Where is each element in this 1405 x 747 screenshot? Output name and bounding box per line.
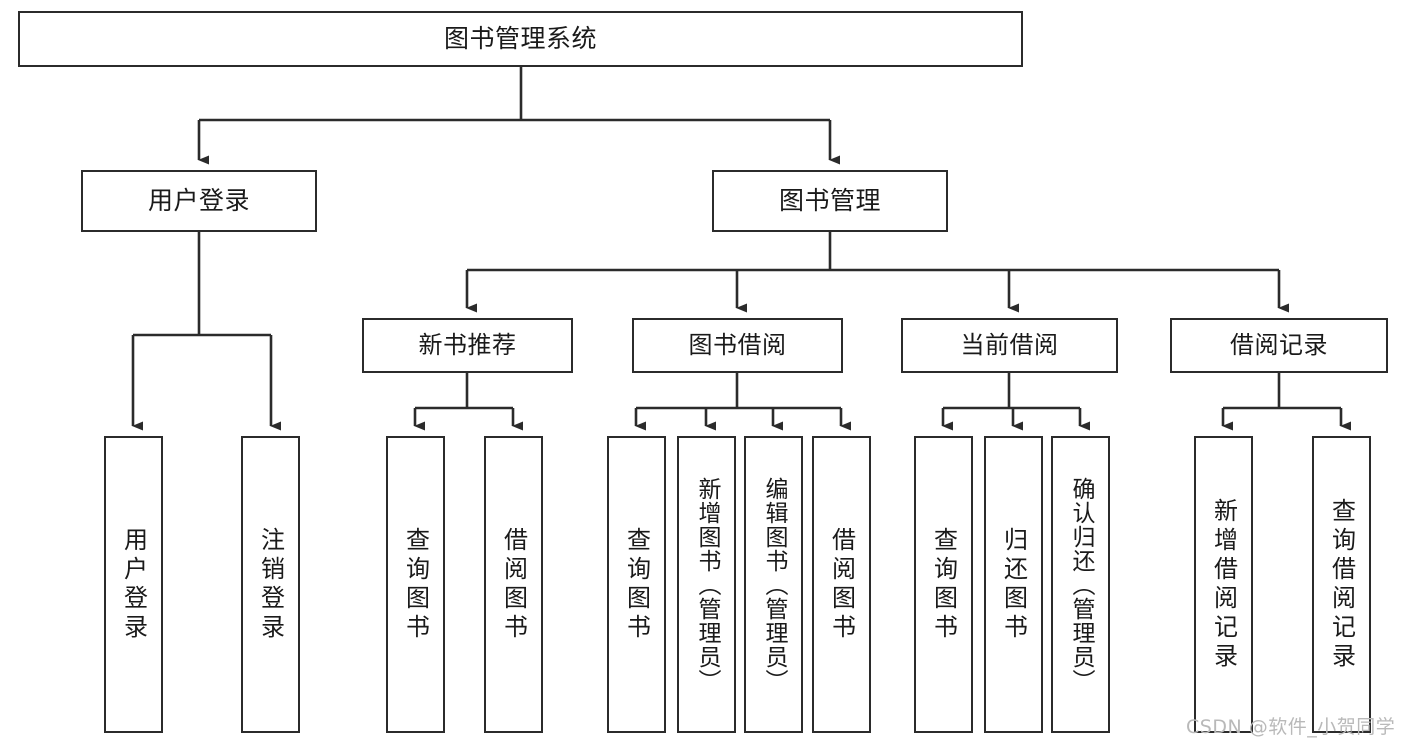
node-label: 用户登录 bbox=[119, 526, 148, 643]
node-label: 编辑图书（管理员） bbox=[761, 476, 787, 693]
node-label: 新增图书（管理员） bbox=[694, 476, 720, 693]
node-leaf-query-book-2[interactable]: 查询图书 bbox=[607, 436, 666, 733]
node-root[interactable]: 图书管理系统 bbox=[18, 11, 1023, 67]
node-label: 新增借阅记录 bbox=[1209, 497, 1238, 672]
node-label: 确认归还（管理员） bbox=[1068, 476, 1094, 693]
node-current-borrow[interactable]: 当前借阅 bbox=[901, 318, 1118, 373]
node-leaf-query-book-3[interactable]: 查询图书 bbox=[914, 436, 973, 733]
node-leaf-confirm-return[interactable]: 确认归还（管理员） bbox=[1051, 436, 1110, 733]
node-label: 查询借阅记录 bbox=[1327, 497, 1356, 672]
node-label: 图书借阅 bbox=[688, 331, 787, 360]
node-label: 当前借阅 bbox=[960, 331, 1059, 360]
node-label: 图书管理 bbox=[778, 186, 881, 216]
node-label: 借阅图书 bbox=[827, 526, 856, 643]
node-label: 查询图书 bbox=[622, 526, 651, 643]
node-label: 归还图书 bbox=[999, 526, 1028, 643]
node-borrow-record[interactable]: 借阅记录 bbox=[1170, 318, 1388, 373]
node-new-book-rec[interactable]: 新书推荐 bbox=[362, 318, 573, 373]
node-leaf-add-record[interactable]: 新增借阅记录 bbox=[1194, 436, 1253, 733]
node-user-login[interactable]: 用户登录 bbox=[81, 170, 317, 232]
node-label: 查询图书 bbox=[929, 526, 958, 643]
node-label: 用户登录 bbox=[147, 186, 250, 216]
node-book-borrow[interactable]: 图书借阅 bbox=[632, 318, 843, 373]
node-leaf-borrow-book-2[interactable]: 借阅图书 bbox=[812, 436, 871, 733]
node-label: 新书推荐 bbox=[418, 331, 517, 360]
node-label: 注销登录 bbox=[256, 526, 285, 643]
node-book-manage[interactable]: 图书管理 bbox=[712, 170, 948, 232]
node-label: 查询图书 bbox=[401, 526, 430, 643]
node-root-label: 图书管理系统 bbox=[443, 24, 597, 54]
node-leaf-edit-book[interactable]: 编辑图书（管理员） bbox=[744, 436, 803, 733]
node-leaf-borrow-book-1[interactable]: 借阅图书 bbox=[484, 436, 543, 733]
node-leaf-query-record[interactable]: 查询借阅记录 bbox=[1312, 436, 1371, 733]
watermark: CSDN @软件_小贺同学 bbox=[1186, 716, 1396, 738]
node-leaf-query-book-1[interactable]: 查询图书 bbox=[386, 436, 445, 733]
node-leaf-logout[interactable]: 注销登录 bbox=[241, 436, 300, 733]
node-leaf-add-book[interactable]: 新增图书（管理员） bbox=[677, 436, 736, 733]
node-label: 借阅图书 bbox=[499, 526, 528, 643]
node-leaf-user-login[interactable]: 用户登录 bbox=[104, 436, 163, 733]
node-leaf-return-book[interactable]: 归还图书 bbox=[984, 436, 1043, 733]
node-label: 借阅记录 bbox=[1230, 331, 1328, 360]
